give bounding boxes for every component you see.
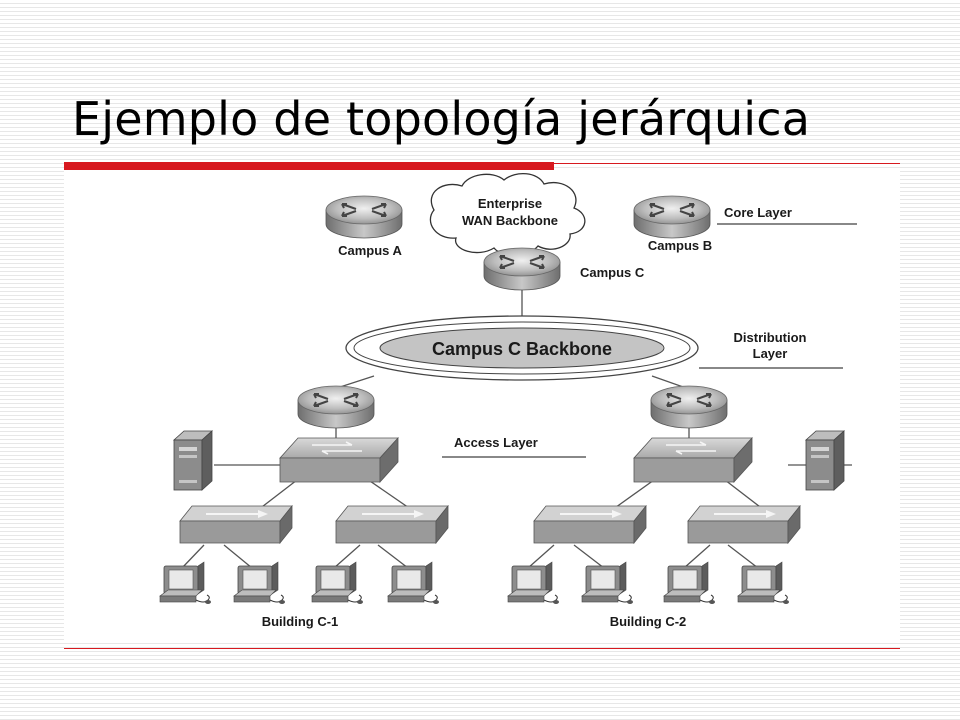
campus-b-label: Campus B xyxy=(648,238,712,253)
pc-c1-4 xyxy=(387,561,440,605)
campus-a-label: Campus A xyxy=(338,243,402,258)
pc-c1-3 xyxy=(311,561,364,605)
pc-c2-3 xyxy=(663,561,716,605)
backbone-label: Campus C Backbone xyxy=(432,339,612,359)
cloud-label-line1: Enterprise xyxy=(478,196,542,211)
distribution-layer-label-line2: Layer xyxy=(753,346,788,361)
wan-cloud: Enterprise WAN Backbone xyxy=(429,173,586,256)
router-campus-b xyxy=(633,195,711,239)
distribution-layer-label-line1: Distribution xyxy=(734,330,807,345)
multilayer-switch-right xyxy=(633,437,753,483)
title-underline-line xyxy=(554,163,900,164)
router-distribution-left xyxy=(297,385,375,429)
building-c2-label: Building C-2 xyxy=(610,614,687,629)
pc-c1-2 xyxy=(233,561,286,605)
router-campus-c xyxy=(483,247,561,291)
slide-title: Ejemplo de topología jerárquica xyxy=(72,92,811,146)
multilayer-switch-left xyxy=(279,437,399,483)
access-switch-c1-a xyxy=(179,505,293,544)
campus-c-backbone: Campus C Backbone xyxy=(345,315,699,381)
router-distribution-right xyxy=(650,385,728,429)
core-layer-label: Core Layer xyxy=(724,205,792,220)
access-layer-label: Access Layer xyxy=(454,435,538,450)
pc-c1-1 xyxy=(159,561,212,605)
pc-c2-1 xyxy=(507,561,560,605)
server-left xyxy=(173,430,213,491)
footer-rule xyxy=(64,648,900,649)
network-topology-diagram: Enterprise WAN Backbone Campus A Campus … xyxy=(64,170,900,643)
access-switch-c1-b xyxy=(335,505,449,544)
pc-c2-2 xyxy=(581,561,634,605)
title-underline-accent xyxy=(64,162,554,170)
server-right xyxy=(805,430,845,491)
router-campus-a xyxy=(325,195,403,239)
access-switch-c2-a xyxy=(533,505,647,544)
campus-c-label: Campus C xyxy=(580,265,645,280)
access-switch-c2-b xyxy=(687,505,801,544)
pc-c2-4 xyxy=(737,561,790,605)
cloud-label-line2: WAN Backbone xyxy=(462,213,558,228)
building-c1-label: Building C-1 xyxy=(262,614,339,629)
